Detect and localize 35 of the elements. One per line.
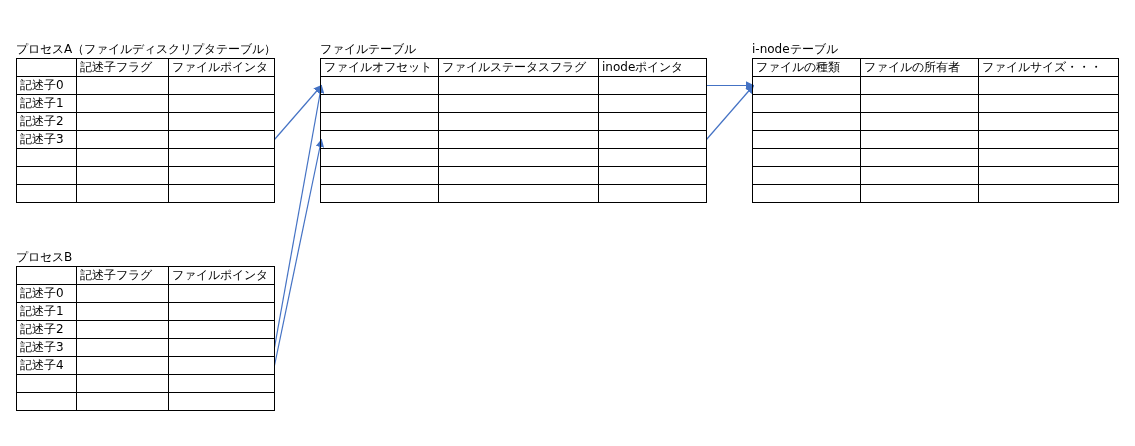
- column-header: inodeポインタ: [602, 59, 684, 76]
- table-title: プロセスA（ファイルディスクリプタテーブル）: [16, 41, 277, 57]
- row-label: 記述子0: [20, 285, 64, 302]
- table-title: i-nodeテーブル: [752, 41, 838, 57]
- row-label: 記述子2: [20, 321, 64, 338]
- row-label: 記述子1: [20, 95, 64, 112]
- table-cell: [168, 356, 275, 375]
- row-label: 記述子3: [20, 339, 64, 356]
- column-header: ファイルの所有者: [864, 59, 960, 76]
- table-title: ファイルテーブル: [320, 41, 416, 57]
- table-cell: [168, 338, 275, 357]
- row-label: 記述子2: [20, 113, 64, 130]
- column-header: ファイルステータスフラグ: [442, 59, 586, 76]
- table-cell: [752, 76, 861, 95]
- table-cell: [320, 76, 439, 95]
- arrow: [705, 84, 755, 141]
- column-header: ファイルサイズ・・・: [982, 59, 1102, 76]
- row-label: 記述子3: [20, 131, 64, 148]
- row-label: 記述子4: [20, 357, 64, 374]
- table-cell: [598, 76, 707, 95]
- column-header: ファイルポインタ: [172, 59, 268, 76]
- row-label: 記述子0: [20, 77, 64, 94]
- column-header: 記述子フラグ: [80, 267, 152, 284]
- table-title: プロセスB: [16, 249, 73, 265]
- table-cell: [320, 130, 439, 149]
- column-header: ファイルの種類: [756, 59, 840, 76]
- row-label: 記述子1: [20, 303, 64, 320]
- table-cell: [598, 130, 707, 149]
- column-header: ファイルポインタ: [172, 267, 268, 284]
- column-header: ファイルオフセット: [324, 59, 432, 76]
- arrow: [273, 84, 323, 141]
- arrow: [273, 138, 325, 367]
- arrow: [705, 81, 755, 90]
- table-cell: [168, 130, 275, 149]
- column-header: 記述子フラグ: [80, 59, 152, 76]
